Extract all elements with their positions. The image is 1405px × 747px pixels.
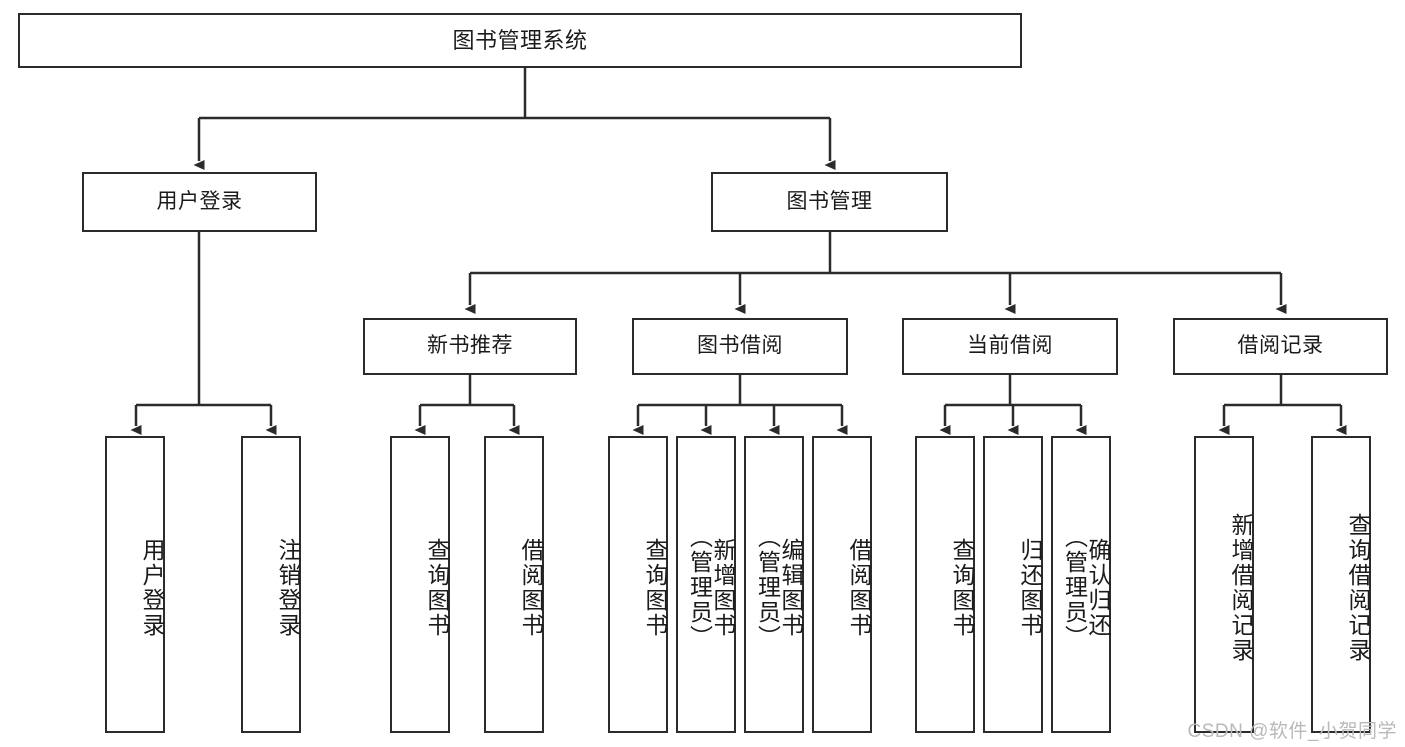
node-root-book-management-system[interactable]: 图书管理系统 (18, 13, 1022, 68)
leaf-borrow-book-recommend[interactable]: 借阅图书 (484, 436, 544, 733)
node-label: 归还图书 (1017, 537, 1043, 638)
node-label: 用户登录 (156, 189, 243, 213)
node-label: 用户登录 (139, 537, 165, 638)
node-book-borrow[interactable]: 图书借阅 (632, 318, 848, 375)
node-label: 新增图书 （管理员） (686, 525, 736, 650)
node-label: 借阅记录 (1237, 334, 1324, 358)
node-label: 当前借阅 (967, 334, 1053, 358)
node-borrow-record[interactable]: 借阅记录 (1173, 318, 1388, 375)
leaf-query-book-current[interactable]: 查询图书 (915, 436, 975, 733)
node-label: 图书管理系统 (452, 27, 588, 53)
node-label: 注销登录 (275, 537, 301, 638)
leaf-return-book[interactable]: 归还图书 (983, 436, 1043, 733)
node-label: 查询借阅记录 (1345, 512, 1371, 663)
node-label: 新增借阅记录 (1228, 512, 1254, 663)
node-label: 查询图书 (642, 537, 668, 638)
leaf-logout[interactable]: 注销登录 (241, 436, 301, 733)
leaf-add-borrow-record[interactable]: 新增借阅记录 (1194, 436, 1254, 733)
node-label: 查询图书 (949, 537, 975, 638)
leaf-borrow-book[interactable]: 借阅图书 (812, 436, 872, 733)
node-new-book-recommendation[interactable]: 新书推荐 (363, 318, 577, 375)
node-book-management[interactable]: 图书管理 (711, 172, 948, 232)
node-label: 确认归还 （管理员） (1061, 525, 1111, 650)
node-label: 图书借阅 (697, 334, 783, 358)
leaf-edit-book-admin[interactable]: 编辑图书 （管理员） (744, 436, 804, 733)
node-current-borrow[interactable]: 当前借阅 (902, 318, 1118, 375)
node-label: 借阅图书 (846, 537, 872, 638)
leaf-query-book-recommend[interactable]: 查询图书 (390, 436, 450, 733)
node-label: 图书管理 (786, 189, 873, 213)
node-user-login[interactable]: 用户登录 (82, 172, 317, 232)
leaf-user-login[interactable]: 用户登录 (105, 436, 165, 733)
leaf-add-book-admin[interactable]: 新增图书 （管理员） (676, 436, 736, 733)
node-label: 编辑图书 （管理员） (754, 525, 804, 650)
node-label: 新书推荐 (427, 334, 513, 358)
node-label: 借阅图书 (518, 537, 544, 638)
leaf-query-book-borrow[interactable]: 查询图书 (608, 436, 668, 733)
leaf-confirm-return-admin[interactable]: 确认归还 （管理员） (1051, 436, 1111, 733)
node-label: 查询图书 (424, 537, 450, 638)
leaf-query-borrow-record[interactable]: 查询借阅记录 (1311, 436, 1371, 733)
